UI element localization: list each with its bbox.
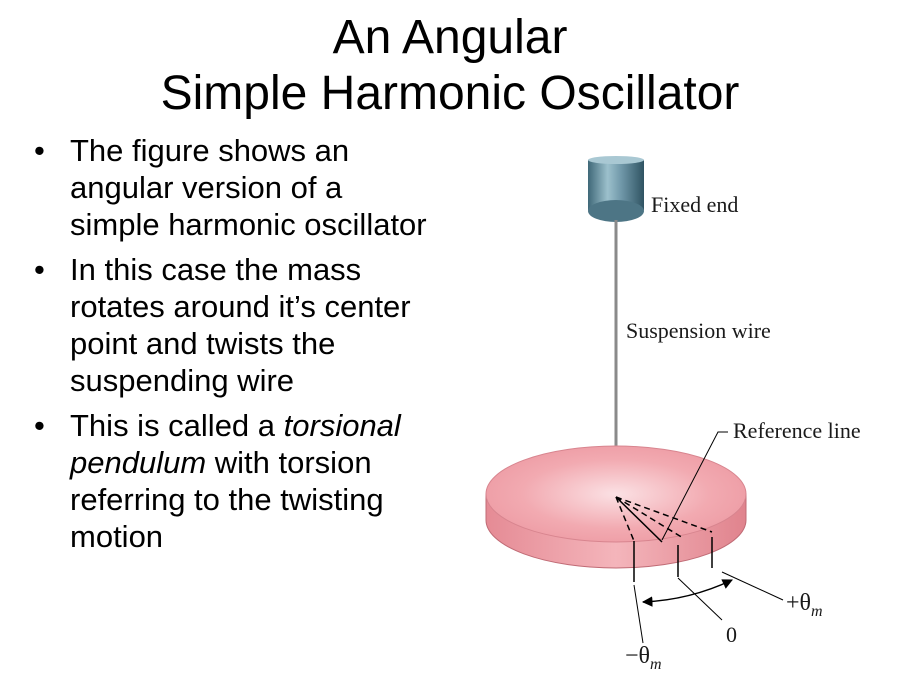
bullet-line: The figure shows an: [70, 132, 490, 169]
bullet-text: suspending wire: [70, 363, 295, 398]
title-line-1: An Angular: [332, 11, 568, 64]
bullet-line: angular version of a: [70, 169, 490, 206]
slide-title: An Angular Simple Harmonic Oscillator: [0, 10, 900, 122]
zero-label: 0: [726, 622, 737, 647]
bullet-text-italic: pendulum: [70, 445, 207, 480]
bullet-text-italic: torsional: [283, 408, 401, 443]
bullet-text: rotates around it’s center: [70, 289, 411, 324]
bullet-text: with torsion: [206, 445, 372, 480]
angle-lines: [615, 496, 733, 607]
bullet-text: In this case the mass: [70, 252, 362, 287]
bullet-line: This is called a torsional: [70, 407, 490, 444]
bullet-text: This is called a: [70, 408, 284, 443]
bullet-line: referring to the twisting: [70, 481, 490, 518]
bullet-text: motion: [70, 519, 164, 554]
bullet-line: simple harmonic oscillator: [70, 206, 490, 243]
bullet-dot: •: [34, 133, 45, 168]
bullet-text: point and twists the: [70, 326, 336, 361]
bullet-text: simple harmonic oscillator: [70, 207, 427, 242]
plus-theta-m-label: +θm: [786, 590, 823, 620]
torsional-pendulum-figure: Fixed end Suspension wire Reference line…: [485, 156, 861, 673]
reference-line-label: Reference line: [733, 418, 861, 443]
bullet-line: suspending wire: [70, 362, 490, 399]
bullet-line: point and twists the: [70, 325, 490, 362]
bullet-text: referring to the twisting: [70, 482, 384, 517]
bullet-line: rotates around it’s center: [70, 288, 490, 325]
bullet-line: pendulum with torsion: [70, 444, 490, 481]
bullet-dot: •: [34, 408, 45, 443]
bullet-line: In this case the mass: [70, 251, 490, 288]
bullet-text: angular version of a: [70, 170, 343, 205]
disk: [485, 445, 747, 569]
bullet-dot: •: [34, 252, 45, 287]
fixed-end-label: Fixed end: [651, 192, 738, 217]
minus-theta-m-label: −θm: [625, 643, 662, 673]
suspension-wire-label: Suspension wire: [626, 318, 771, 343]
title-line-2: Simple Harmonic Oscillator: [160, 67, 740, 120]
fixed-end-clamp: [588, 156, 644, 222]
bullet-text: The figure shows an: [70, 133, 350, 168]
label-leaders: [633, 431, 784, 644]
bullet-line: motion: [70, 518, 490, 555]
